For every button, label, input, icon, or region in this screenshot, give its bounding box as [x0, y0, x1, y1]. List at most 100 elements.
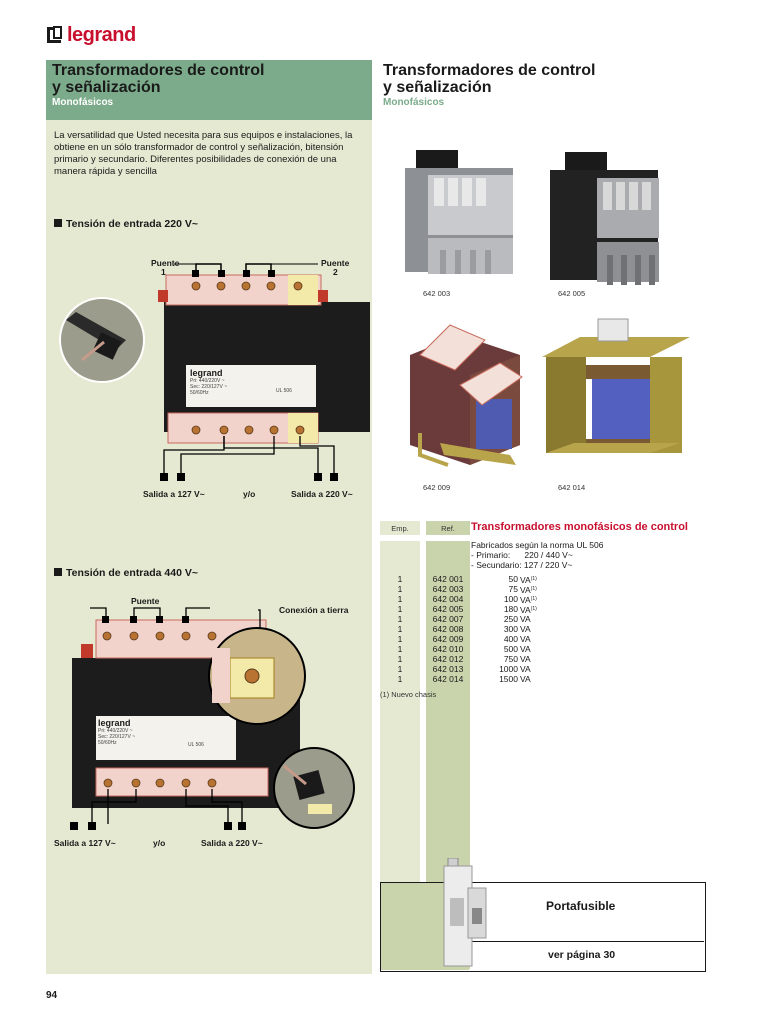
nameplate-brand: legrand	[190, 368, 223, 378]
label-bridge-1-text: Puente	[151, 258, 180, 268]
nameplate-440: legrand Pri: 440/220V ~ Sec: 220/127V ~ …	[98, 718, 228, 758]
label-bridge: Puente	[131, 596, 160, 606]
label-bridge-2-num: 2	[333, 267, 338, 277]
page-number: 94	[46, 990, 58, 1001]
left-page-title: Transformadores de control y señalizació…	[52, 62, 370, 96]
row-power: 180	[503, 604, 518, 614]
row-power: 100	[503, 594, 518, 604]
row-emp: 1	[397, 664, 403, 674]
row-emp: 1	[397, 674, 403, 684]
nameplate-ul: UL 506	[276, 388, 292, 394]
product-ref-642003: 642 003	[423, 289, 451, 298]
row-ref: 642 010	[432, 644, 464, 654]
product-image-642005	[550, 152, 659, 285]
row-power: 400	[503, 634, 518, 644]
row-emp: 1	[397, 654, 403, 664]
row-power: 300	[503, 624, 518, 634]
section-heading-440-text: Tensión de entrada 440 V~	[66, 567, 198, 579]
label-and-or: y/o	[243, 489, 256, 499]
column-header-ref: Ref.	[441, 524, 455, 533]
fuse-holder-image	[443, 858, 487, 967]
desc-secondary: - Secundario: 127 / 220 V~	[471, 560, 573, 570]
right-page-title: Transformadores de control y señalizació…	[383, 62, 683, 96]
nameplate-primary: Pri: 440/220V ~	[98, 728, 133, 734]
row-ref: 642 007	[432, 614, 464, 624]
product-image-642009	[410, 324, 523, 467]
row-power: 1000	[499, 664, 518, 674]
product-image-642014	[542, 318, 690, 453]
row-power: 50	[508, 574, 518, 584]
nameplate-frequency: 50/60Hz	[98, 740, 117, 746]
bullet-square-icon	[54, 568, 62, 576]
row-emp: 1	[397, 574, 403, 584]
row-ref: 642 001	[432, 574, 464, 584]
table-title: Transformadores monofásicos de control	[471, 521, 688, 533]
row-emp: 1	[397, 624, 403, 634]
nameplate-secondary: Sec: 220/127V ~	[190, 384, 228, 390]
row-ref: 642 005	[432, 604, 464, 614]
row-footnote-mark: (1)	[530, 606, 537, 612]
legrand-logo-icon	[47, 26, 62, 43]
portafusible-title: Portafusible	[546, 899, 616, 913]
bullet-square-icon	[54, 219, 62, 227]
row-emp: 1	[397, 644, 403, 654]
label-output-127: Salida a 127 V~	[54, 838, 116, 848]
brand-name: legrand	[67, 23, 136, 46]
intro-paragraph: La versatilidad que Usted necesita para …	[54, 130, 353, 177]
product-ref-642005: 642 005	[558, 289, 586, 298]
row-emp: 1	[397, 584, 403, 594]
row-ref: 642 009	[432, 634, 464, 644]
label-output-220: Salida a 220 V~	[201, 838, 263, 848]
row-unit: VA	[520, 614, 531, 624]
row-unit: VA(1)	[520, 584, 537, 595]
row-unit: VA	[520, 634, 531, 644]
row-unit-text: VA	[520, 605, 531, 615]
row-ref: 642 004	[432, 594, 464, 604]
wiring-diagram-440	[70, 607, 355, 830]
row-unit: VA	[520, 674, 531, 684]
row-emp: 1	[397, 604, 403, 614]
row-ref: 642 003	[432, 584, 464, 594]
label-bridge-2: Puente	[321, 258, 350, 268]
right-title-line1: Transformadores de control	[383, 62, 596, 79]
section-heading-220-text: Tensión de entrada 220 V~	[66, 218, 198, 230]
row-unit-text: VA	[520, 575, 531, 585]
nameplate-frequency: 50/60Hz	[190, 390, 209, 396]
row-unit-text: VA	[520, 595, 531, 605]
portafusible-box[interactable]	[380, 882, 706, 972]
portafusible-divider	[470, 941, 704, 942]
row-power: 750	[503, 654, 518, 664]
row-ref: 642 013	[432, 664, 464, 674]
portafusible-page-link[interactable]: ver página 30	[548, 949, 616, 961]
row-ref: 642 008	[432, 624, 464, 634]
label-output-127: Salida a 127 V~	[143, 489, 205, 499]
left-subtitle: Monofásicos	[52, 97, 114, 108]
row-unit: VA(1)	[520, 604, 537, 615]
nameplate-ul: UL 506	[188, 742, 204, 748]
row-power: 250	[503, 614, 518, 624]
row-emp: 1	[397, 634, 403, 644]
row-unit: VA	[520, 644, 531, 654]
column-header-divider	[380, 535, 470, 541]
nameplate-primary: Pri: 440/220V ~	[190, 378, 225, 384]
row-footnote-mark: (1)	[530, 586, 537, 592]
section-heading-220: Tensión de entrada 220 V~	[54, 218, 198, 230]
nameplate-secondary: Sec: 220/127V ~	[98, 734, 136, 740]
row-power: 500	[503, 644, 518, 654]
product-ref-642014: 642 014	[558, 483, 586, 492]
label-bridge-1: Puente	[151, 258, 179, 268]
left-header-band	[46, 60, 372, 120]
nameplate-220: legrand Pri: 440/220V ~ Sec: 220/127V ~ …	[190, 368, 310, 406]
row-emp: 1	[397, 594, 403, 604]
product-image-642003	[405, 150, 513, 274]
